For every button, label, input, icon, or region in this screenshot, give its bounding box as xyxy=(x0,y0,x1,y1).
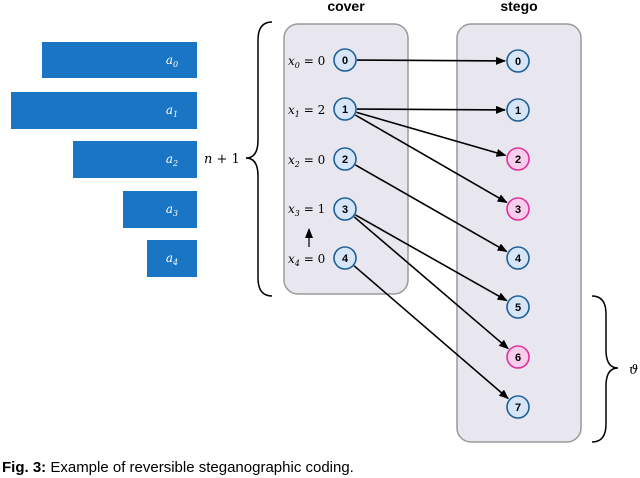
stego-node-6-label: 6 xyxy=(515,352,521,364)
stego-title: stego xyxy=(500,0,537,14)
cover-node-2-label: 2 xyxy=(342,154,348,166)
edges-group xyxy=(353,56,509,400)
stego-node-7-label: 7 xyxy=(515,402,521,414)
left-brace xyxy=(245,21,273,297)
cover-node-4: 4 xyxy=(333,246,357,270)
stego-node-1-label: 1 xyxy=(515,105,521,117)
stego-node-3-label: 3 xyxy=(515,204,521,216)
cover-node-3-label: 3 xyxy=(342,204,348,216)
bar-a4 xyxy=(147,240,197,277)
edge-1-1 xyxy=(356,105,507,114)
cover-node-0-label: 0 xyxy=(342,55,348,67)
edge-3-5 xyxy=(355,214,508,302)
brace-label: n + 1 xyxy=(204,152,240,167)
cover-node-1: 1 xyxy=(333,97,357,121)
stego-node-1: 1 xyxy=(506,98,530,122)
caption-text: Example of reversible steganographic cod… xyxy=(50,459,354,476)
bar-a0-label: a0 xyxy=(166,53,178,69)
edge-0-0 xyxy=(356,56,507,65)
stego-panel xyxy=(456,23,582,443)
edge-1-2 xyxy=(356,111,507,157)
stego-node-5: 5 xyxy=(506,295,530,319)
bar-a0 xyxy=(42,42,197,78)
stego-node-2: 2 xyxy=(506,147,530,171)
cover-node-4-label: 4 xyxy=(342,253,349,265)
stego-node-4: 4 xyxy=(506,246,530,270)
right-brace xyxy=(591,295,619,443)
bar-a1 xyxy=(11,92,197,129)
stego-node-7-circle xyxy=(506,395,530,419)
stego-node-0-circle xyxy=(506,49,530,73)
bars-group: a0 a1 a2 a3 a4 xyxy=(11,42,197,277)
bar-a1-label: a1 xyxy=(166,103,178,119)
cover-node-3: 3 xyxy=(333,197,357,221)
cover-node-2-circle xyxy=(333,147,357,171)
stego-node-2-label: 2 xyxy=(515,154,521,166)
cover-node-2: 2 xyxy=(333,147,357,171)
cover-node-1-circle xyxy=(333,97,357,121)
bar-a2-label: a2 xyxy=(166,152,178,168)
stego-node-6: 6 xyxy=(506,345,530,369)
cover-node-0: 0 xyxy=(333,48,357,72)
variable-labels: x0 = 0 x1 = 2 x2 = 0 x3 = 1 x4 = 0 xyxy=(288,54,325,268)
stego-node-0-label: 0 xyxy=(515,56,521,68)
bar-a3 xyxy=(123,191,197,228)
theta-label: ϑ xyxy=(629,363,638,378)
cover-node-1-label: 1 xyxy=(342,104,348,116)
edge-3-6 xyxy=(353,216,509,350)
stego-node-7: 7 xyxy=(506,395,530,419)
stego-node-1-circle xyxy=(506,98,530,122)
cover-node-0-circle xyxy=(333,48,357,72)
var-x0: x0 = 0 xyxy=(288,54,325,70)
cover-title: cover xyxy=(327,0,365,14)
edge-4-7 xyxy=(353,265,509,400)
caption-prefix: Fig. 3: xyxy=(2,459,47,476)
edge-2-4 xyxy=(355,164,508,253)
edge-1-3 xyxy=(354,114,508,204)
cover-node-4-circle xyxy=(333,246,357,270)
bar-a4-label: a4 xyxy=(166,251,178,267)
stego-node-5-circle xyxy=(506,295,530,319)
stego-node-3: 3 xyxy=(506,197,530,221)
stego-node-4-circle xyxy=(506,246,530,270)
stego-node-0: 0 xyxy=(506,49,530,73)
figure-caption: Fig. 3: Example of reversible steganogra… xyxy=(2,459,354,476)
bar-a2 xyxy=(73,141,197,178)
var-x4: x4 = 0 xyxy=(288,252,325,268)
var-x2: x2 = 0 xyxy=(288,153,325,169)
nodes-group: 0 1 2 3 4 0 1 2 3 4 5 6 7 xyxy=(333,48,530,419)
stego-node-6-circle xyxy=(506,345,530,369)
stego-node-5-label: 5 xyxy=(515,302,521,314)
var-x1: x1 = 2 xyxy=(288,103,325,119)
stego-node-4-label: 4 xyxy=(515,253,522,265)
stego-node-3-circle xyxy=(506,197,530,221)
cover-node-3-circle xyxy=(333,197,357,221)
bar-a3-label: a3 xyxy=(166,202,178,218)
var-x3: x3 = 1 xyxy=(288,202,325,218)
stego-node-2-circle xyxy=(506,147,530,171)
